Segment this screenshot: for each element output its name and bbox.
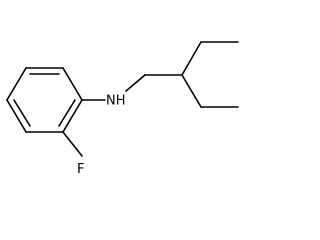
nitrogen-to-ch2-bond — [125, 74, 146, 92]
nitrogen-label: NH — [106, 94, 126, 109]
benzene-ring — [6, 67, 83, 133]
ring-double-bond-left — [13, 99, 31, 127]
ch-to-upper-ethyl-bond — [181, 41, 202, 76]
chemical-structure-diagram: NH F — [6, 41, 239, 177]
ring-to-fluorine-bond — [62, 131, 83, 157]
ring-bond-5 — [6, 99, 27, 133]
fluorine-label: F — [77, 162, 84, 177]
ring-bond-6 — [6, 67, 27, 101]
ch-to-lower-ethyl-bond — [181, 74, 202, 108]
ring-bond-2 — [62, 67, 83, 101]
ring-bond-3 — [62, 99, 83, 133]
ring-double-bond-right — [58, 99, 76, 127]
